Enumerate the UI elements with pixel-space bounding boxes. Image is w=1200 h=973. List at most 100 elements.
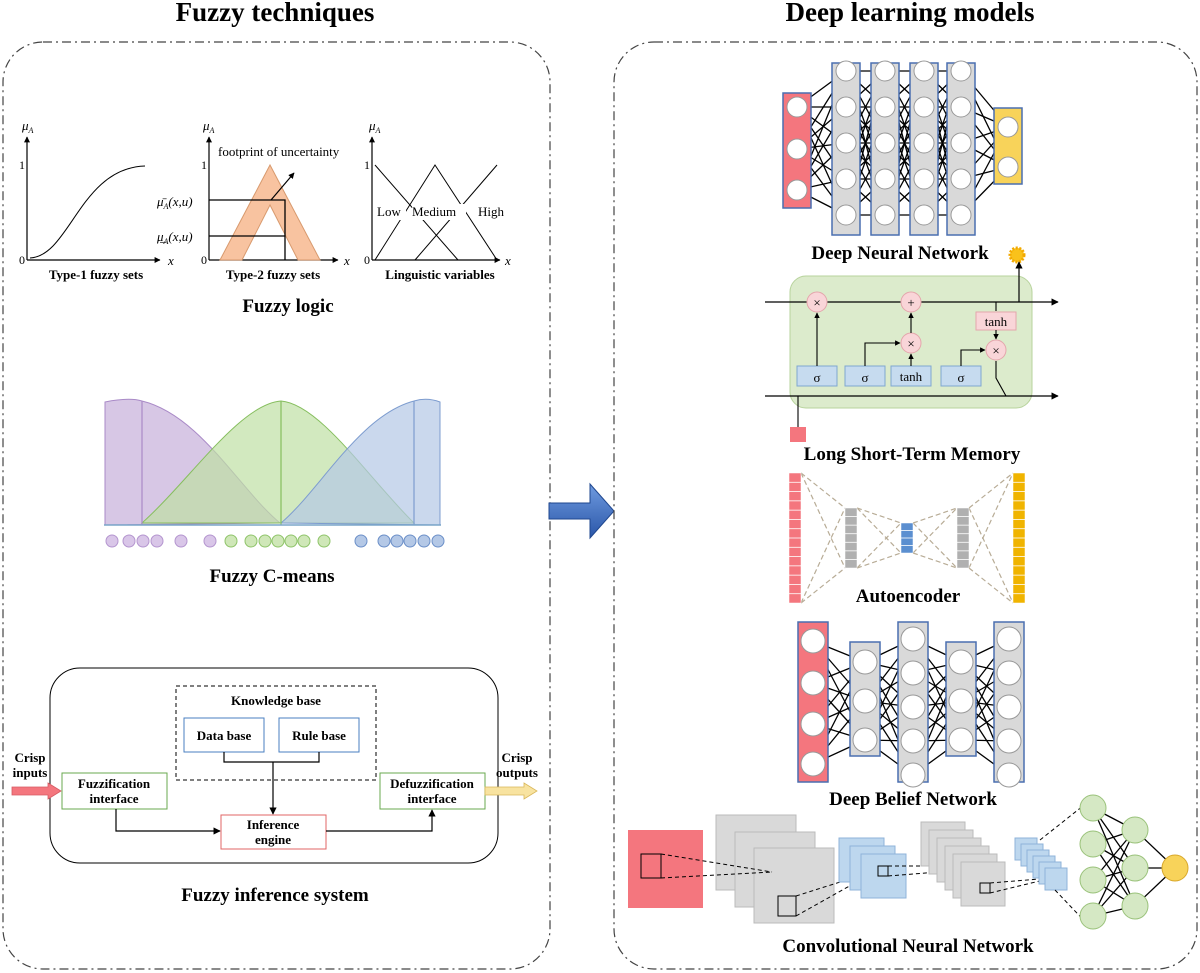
svg-text:×: × bbox=[907, 336, 914, 351]
fcm-data-point bbox=[284, 534, 298, 548]
fcm-data-point bbox=[122, 534, 136, 548]
fc-neuron bbox=[1121, 816, 1149, 844]
svg-text:Rule base: Rule base bbox=[292, 728, 346, 743]
neuron bbox=[948, 727, 974, 753]
neuron bbox=[996, 660, 1022, 686]
neuron bbox=[874, 132, 896, 154]
fcm-data-point bbox=[224, 534, 238, 548]
inference-engine-box bbox=[220, 814, 327, 850]
rule-base-box bbox=[278, 717, 360, 753]
fcm-data-point bbox=[354, 534, 368, 548]
linguistic-caption: Linguistic variables bbox=[385, 267, 494, 282]
neuron bbox=[996, 728, 1022, 754]
crisp-outputs-arrow bbox=[484, 782, 538, 800]
ae-connection bbox=[800, 472, 846, 569]
fcm-data-point bbox=[105, 534, 119, 548]
neuron bbox=[800, 711, 826, 737]
fcm-membership-plot bbox=[104, 398, 441, 526]
type1-caption: Type-1 fuzzy sets bbox=[49, 267, 143, 282]
fcm-data-point bbox=[297, 534, 311, 548]
fc-connection bbox=[1092, 807, 1136, 907]
svg-text:×: × bbox=[813, 295, 820, 310]
dnn-diagram bbox=[782, 60, 1023, 236]
neuron bbox=[948, 688, 974, 714]
fc-neuron bbox=[1121, 854, 1149, 882]
svg-text:×: × bbox=[992, 343, 999, 358]
ae-connection bbox=[968, 507, 1014, 604]
neuron bbox=[950, 132, 972, 154]
neuron bbox=[950, 60, 972, 82]
neuron bbox=[852, 727, 878, 753]
fcm-data-point bbox=[150, 534, 164, 548]
svg-text:σ: σ bbox=[861, 370, 868, 385]
transition-arrow bbox=[548, 482, 615, 540]
neuron bbox=[874, 60, 896, 82]
neuron bbox=[948, 649, 974, 675]
svg-text:inputs: inputs bbox=[13, 765, 48, 780]
neuron bbox=[996, 762, 1022, 788]
fc-output-neuron bbox=[1161, 854, 1189, 882]
fc-neuron bbox=[1079, 866, 1107, 894]
svg-text:0: 0 bbox=[19, 253, 25, 267]
fcm-data-point bbox=[377, 534, 391, 548]
fis-diagram: Knowledge base Data base Rule base Fuzzi… bbox=[11, 667, 538, 864]
svg-text:μA: μA bbox=[21, 118, 34, 135]
neuron bbox=[800, 751, 826, 777]
fcm-data-point bbox=[317, 534, 331, 548]
autoencoder-diagram bbox=[788, 472, 1026, 604]
neuron bbox=[835, 60, 857, 82]
cnn-fc-layers bbox=[1079, 794, 1189, 930]
lstm-diagram: σ σ tanh σ tanh × + × × bbox=[765, 261, 1059, 442]
neuron bbox=[913, 204, 935, 226]
fis-caption: Fuzzy inference system bbox=[181, 885, 369, 906]
svg-text:0: 0 bbox=[364, 253, 370, 267]
neuron bbox=[913, 60, 935, 82]
neuron bbox=[852, 688, 878, 714]
ae-connection bbox=[968, 472, 1014, 569]
svg-text:1: 1 bbox=[364, 158, 370, 172]
svg-text:+: + bbox=[907, 295, 914, 310]
svg-text:0: 0 bbox=[201, 253, 207, 267]
neuron bbox=[835, 168, 857, 190]
ae-connection bbox=[800, 472, 846, 509]
svg-text:Crisp: Crisp bbox=[14, 750, 45, 765]
svg-text:Knowledge base: Knowledge base bbox=[231, 693, 321, 708]
fcm-data-point bbox=[271, 534, 285, 548]
neuron bbox=[996, 694, 1022, 720]
fcm-data-point bbox=[136, 534, 150, 548]
neuron bbox=[800, 628, 826, 654]
neuron bbox=[997, 116, 1019, 138]
left-panel-title: Fuzzy techniques bbox=[176, 0, 375, 27]
type1-fuzzy-plot: μA 1 0 x Type-1 fuzzy sets bbox=[19, 118, 174, 282]
dbn-diagram bbox=[797, 621, 1025, 788]
crisp-inputs-arrow bbox=[11, 782, 62, 800]
svg-text:x: x bbox=[167, 253, 174, 268]
fcm-data-point bbox=[174, 534, 188, 548]
ae-decoder-layer bbox=[956, 507, 970, 569]
svg-text:Data base: Data base bbox=[197, 728, 252, 743]
fc-neuron bbox=[1121, 892, 1149, 920]
dbn-caption: Deep Belief Network bbox=[829, 789, 997, 810]
svg-text:Fuzzification: Fuzzification bbox=[78, 776, 151, 791]
neuron bbox=[800, 670, 826, 696]
lstm-caption: Long Short-Term Memory bbox=[804, 444, 1021, 465]
neuron bbox=[900, 694, 926, 720]
fcm-data-point bbox=[258, 534, 272, 548]
fcm-data-point bbox=[403, 534, 417, 548]
knowledge-base-box bbox=[175, 685, 377, 781]
ae-connection bbox=[968, 567, 1014, 604]
fcm-data-point bbox=[244, 534, 258, 548]
neuron bbox=[900, 660, 926, 686]
neuron bbox=[997, 156, 1019, 178]
dnn-caption: Deep Neural Network bbox=[811, 243, 989, 264]
neuron bbox=[996, 626, 1022, 652]
ae-connection bbox=[912, 507, 958, 554]
autoencoder-caption: Autoencoder bbox=[856, 586, 961, 607]
right-panel-frame bbox=[613, 41, 1198, 970]
ae-connection bbox=[968, 472, 1014, 509]
neuron bbox=[913, 132, 935, 154]
neuron bbox=[835, 96, 857, 118]
fcm-data-point bbox=[203, 534, 217, 548]
lstm-input-node bbox=[790, 427, 806, 442]
